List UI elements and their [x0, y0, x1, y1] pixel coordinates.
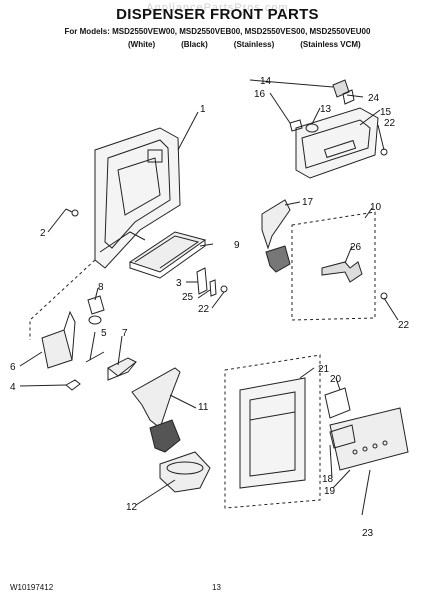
color-stainless: (Stainless): [233, 40, 275, 49]
watermark: AppliancePartsPros.com: [146, 2, 289, 14]
callout-22-mid: 22: [198, 304, 210, 315]
part-control-board: [324, 387, 356, 449]
part-drip-tray: [128, 231, 207, 279]
document-number: W10197412: [10, 583, 54, 592]
callout-4: 4: [10, 382, 16, 393]
callout-7: 7: [122, 328, 128, 339]
callout-1: 1: [200, 104, 206, 115]
color-variants: (White) (Black) (Stainless) (Stainless V…: [128, 40, 361, 49]
callout-23: 23: [362, 528, 374, 539]
part-ice-chute: [159, 451, 211, 493]
color-white: (White): [128, 40, 156, 49]
callout-9: 9: [234, 240, 240, 251]
callout-2: 2: [40, 228, 46, 239]
part-module-left: [41, 295, 105, 391]
page-title: DISPENSER FRONT PARTS: [116, 6, 319, 23]
callout-13: 13: [320, 104, 332, 115]
page-number: 13: [212, 583, 221, 592]
part-front-panel: [224, 354, 409, 509]
callout-16: 16: [254, 89, 266, 100]
callout-11: 11: [198, 402, 209, 413]
callout-labels: 1 2 3 4 5 6 7 8 9 10 11 12 13 14 15 16 1…: [10, 76, 410, 539]
color-black: (Black): [181, 40, 208, 49]
callout-12: 12: [126, 502, 138, 513]
color-stainless-vcm: (Stainless VCM): [300, 40, 361, 49]
callout-15: 15: [380, 107, 392, 118]
model-list: For Models: MSD2550VEW00, MSD2550VEB00, …: [64, 27, 371, 36]
part-switch: [107, 357, 137, 381]
callout-6: 6: [10, 362, 16, 373]
part-lever-assembly: [291, 211, 388, 321]
callout-24: 24: [368, 93, 380, 104]
callout-8: 8: [98, 282, 104, 293]
callout-26: 26: [350, 242, 362, 253]
part-top-bracket: [289, 79, 388, 179]
part-small-hardware: [196, 267, 228, 297]
callout-25: 25: [182, 292, 194, 303]
callout-3: 3: [176, 278, 182, 289]
part-water-paddle: [261, 199, 291, 273]
callout-5: 5: [101, 328, 107, 339]
callout-18: 18: [322, 474, 334, 485]
callout-17: 17: [302, 197, 314, 208]
callout-10: 10: [370, 202, 382, 213]
callout-14: 14: [260, 76, 272, 87]
callout-22-top: 22: [384, 118, 396, 129]
callout-21: 21: [318, 364, 330, 375]
callout-19: 19: [324, 486, 336, 497]
part-screw-left: [65, 208, 79, 217]
callout-leader-lines: [19, 79, 399, 516]
part-ice-paddle: [131, 367, 181, 453]
part-dispenser-housing: [94, 127, 181, 269]
callout-22-right: 22: [398, 320, 410, 331]
callout-20: 20: [330, 374, 342, 385]
